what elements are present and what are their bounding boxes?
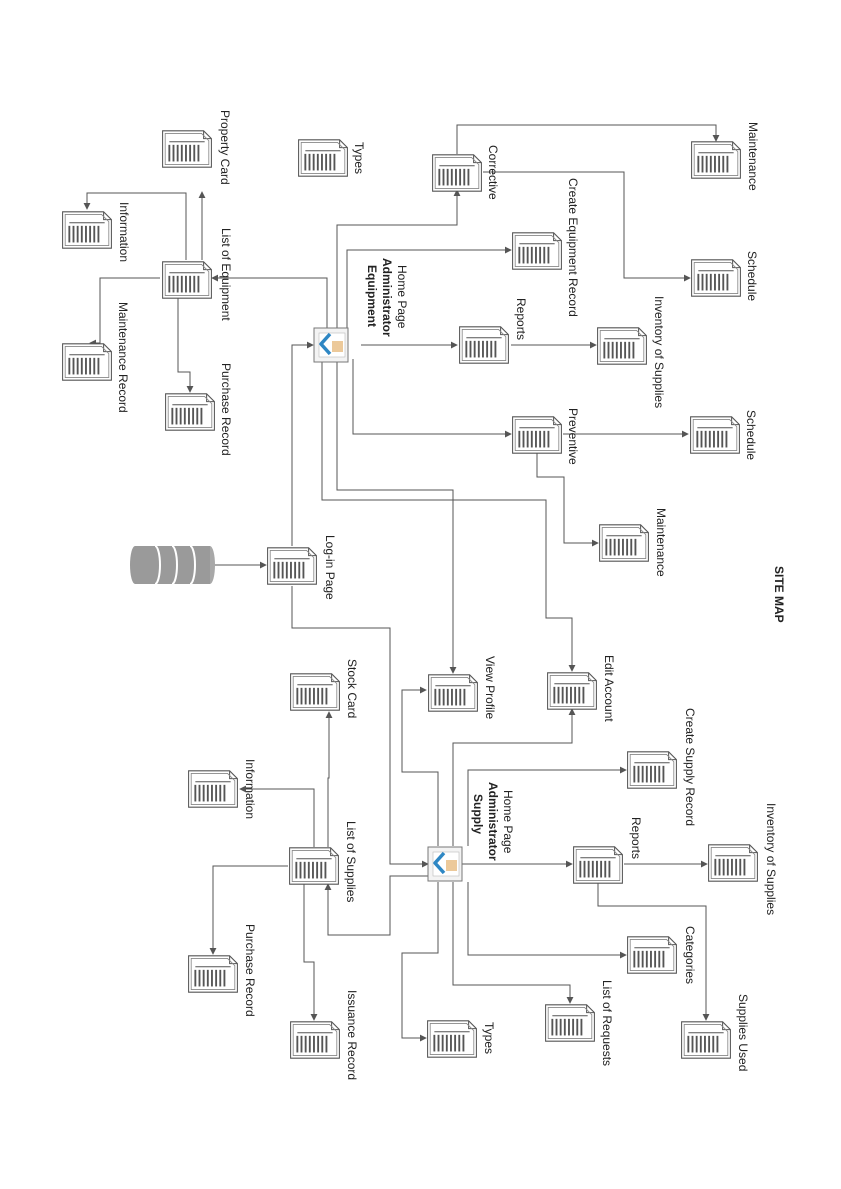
supply-create-record-node[interactable]: [626, 750, 678, 790]
supply-home-label-line1: Supply: [471, 794, 485, 834]
equipment-property-card-node[interactable]: [161, 129, 213, 169]
login-page-node[interactable]: [266, 546, 318, 586]
supply-stock-card-node[interactable]: [289, 672, 341, 712]
equipment-preventive-node[interactable]: [511, 415, 563, 455]
equipment-maintenance-record-label: Maintenance Record: [116, 302, 130, 413]
edit-account-node[interactable]: [546, 671, 598, 711]
equipment-home-label-line3: Home Page: [395, 265, 409, 329]
supply-supplies-used-node[interactable]: [680, 1020, 732, 1060]
supply-inventory-label: Inventory of Supplies: [764, 803, 778, 915]
equipment-maintenance-record-node[interactable]: [61, 342, 113, 382]
equipment-list-label: List of Equipment: [219, 228, 233, 321]
equipment-corrective-maintenance-label: Maintenance: [746, 122, 760, 191]
equipment-preventive-label: Preventive: [566, 408, 580, 465]
equipment-types-label: Types: [352, 142, 366, 174]
equipment-inventory-node[interactable]: [596, 326, 648, 366]
supply-inventory-node[interactable]: [707, 843, 759, 883]
supply-information-label: Information: [243, 759, 257, 819]
labels: Log-in Page List of Equipment Informatio…: [116, 110, 786, 1080]
equipment-list-node[interactable]: [161, 260, 213, 300]
supply-supplies-used-label: Supplies Used: [736, 994, 750, 1071]
supply-stock-card-label: Stock Card: [345, 659, 359, 718]
equipment-information-node[interactable]: [61, 210, 113, 250]
supply-categories-node[interactable]: [626, 935, 678, 975]
login-label: Log-in Page: [323, 535, 337, 600]
supply-categories-label: Categories: [683, 926, 697, 984]
equipment-property-card-label: Property Card: [218, 110, 232, 185]
equipment-purchase-record-label: Purchase Record: [219, 363, 233, 456]
equipment-corrective-schedule-label: Schedule: [745, 251, 759, 301]
supply-issuance-record-label: Issuance Record: [345, 990, 359, 1080]
equipment-home-label-line2: Administrator: [380, 258, 394, 337]
equipment-reports-label: Reports: [514, 298, 528, 340]
equipment-preventive-schedule-label: Schedule: [744, 410, 758, 460]
supply-reports-node[interactable]: [572, 845, 624, 885]
site-map-title: SITE MAP: [772, 566, 786, 623]
supply-reports-label: Reports: [629, 817, 643, 859]
equipment-create-record-node[interactable]: [511, 231, 563, 271]
edit-account-label: Edit Account: [602, 655, 616, 722]
equipment-preventive-schedule-node[interactable]: [689, 415, 741, 455]
supply-home-label-line3: Home Page: [501, 790, 515, 854]
equipment-home-label-line1: Equipment: [365, 265, 379, 327]
view-profile-node[interactable]: [427, 673, 479, 713]
supply-list-requests-node[interactable]: [544, 1003, 596, 1043]
supply-types-label: Types: [482, 1022, 496, 1054]
equipment-purchase-record-node[interactable]: [164, 392, 216, 432]
supply-home-icon[interactable]: [427, 846, 463, 882]
equipment-corrective-node[interactable]: [431, 153, 483, 193]
equipment-corrective-maintenance-node[interactable]: [690, 140, 742, 180]
equipment-corrective-schedule-node[interactable]: [690, 258, 742, 298]
equipment-preventive-maintenance-label: Maintenance: [654, 508, 668, 577]
view-profile-label: View Profile: [483, 656, 497, 719]
supply-create-record-label: Create Supply Record: [683, 708, 697, 826]
equipment-inventory-label: Inventory of Supplies: [652, 296, 666, 408]
equipment-reports-node[interactable]: [458, 325, 510, 365]
equipment-information-label: Information: [117, 202, 131, 262]
equipment-home-icon[interactable]: [313, 327, 349, 363]
supply-types-node[interactable]: [426, 1019, 478, 1059]
supply-list-node[interactable]: [288, 846, 340, 886]
supply-list-requests-label: List of Requests: [600, 980, 614, 1066]
connectors: [83, 124, 720, 1042]
supply-purchase-record-label: Purchase Record: [243, 924, 257, 1017]
supply-list-label: List of Supplies: [344, 821, 358, 902]
supply-issuance-record-node[interactable]: [289, 1020, 341, 1060]
equipment-preventive-maintenance-node[interactable]: [598, 523, 650, 563]
supply-purchase-record-node[interactable]: [187, 954, 239, 994]
supply-home-label-line2: Administrator: [486, 782, 500, 861]
equipment-types-node[interactable]: [297, 138, 349, 178]
equipment-corrective-label: Corrective: [486, 145, 500, 200]
supply-information-node[interactable]: [187, 769, 239, 809]
database-icon: [130, 545, 215, 585]
equipment-create-record-label: Create Equipment Record: [566, 178, 580, 317]
